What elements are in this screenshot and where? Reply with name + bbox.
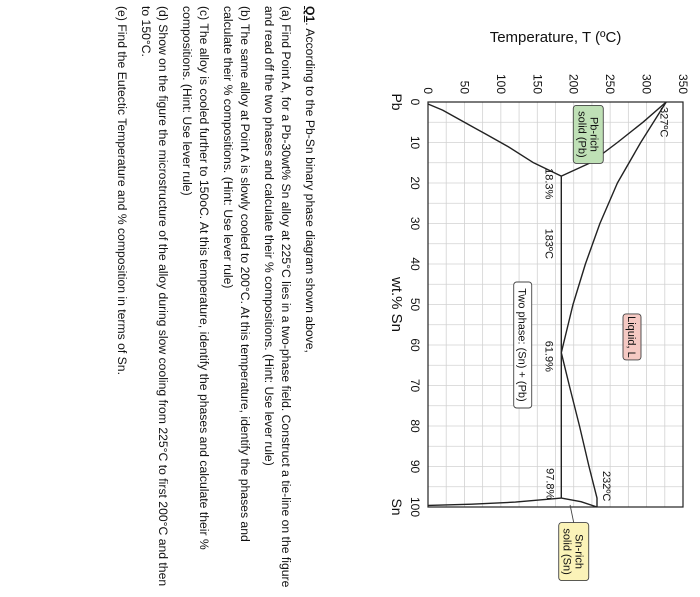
y-tick-label: 150 <box>530 74 544 94</box>
y-tick-label: 250 <box>603 74 617 94</box>
question-number: Q1 <box>303 6 317 23</box>
label-eutectic-temperature: 183ºC <box>542 229 554 259</box>
x-tick-label: 60 <box>408 338 422 352</box>
x-tick-label: 10 <box>408 136 422 150</box>
y-tick-label: 200 <box>567 74 581 94</box>
question-part-b: (b) The same alloy at Point A is slowly … <box>221 6 253 542</box>
axes: 0 10 20 30 40 50 60 70 80 90 100 0 50 100 150 200 250 300… <box>388 29 690 517</box>
y-tick-label: 350 <box>676 74 690 94</box>
phase-boundaries <box>427 101 667 508</box>
pb-sn-phase-diagram: 0 10 20 30 40 50 60 70 80 90 100 0 50 100 150 200 250 300… <box>388 29 690 581</box>
solidus-pb-side <box>561 101 667 177</box>
question-block: Q1. According to the Pb-Sn binary phase … <box>107 6 318 591</box>
y-tick-label: 300 <box>640 74 654 94</box>
region-pb-rich-solid-text: solid (Pb) <box>575 111 587 157</box>
liquidus-sn-side <box>560 352 598 507</box>
label-composition-97-8: 97.8% <box>543 468 555 499</box>
x-tick-label: 40 <box>408 257 422 271</box>
x-end-label-pb: Pb <box>389 93 405 110</box>
x-tick-label: 90 <box>408 460 422 474</box>
x-tick-label: 30 <box>408 217 422 231</box>
solvus-pb-side <box>427 103 562 177</box>
question-intro: Q1. According to the Pb-Sn binary phase … <box>301 6 319 591</box>
grid <box>428 102 683 507</box>
region-liquid-text: Liquid, L <box>625 316 637 358</box>
region-pb-rich-solid-text: Pb-rich <box>587 117 599 152</box>
region-two-phase: Two phase: (Sn) + (Pb) <box>513 281 533 409</box>
question-part-d: (d) Show on the figure the microstructur… <box>139 6 171 587</box>
region-pb-rich-solid-box <box>572 104 604 164</box>
y-tick-label: 100 <box>494 74 508 94</box>
question-part-c: (c) The alloy is cooled further to 150oC… <box>180 6 212 550</box>
question-intro-text: . According to the Pb-Sn binary phase di… <box>303 22 317 353</box>
liquidus-pb-side <box>560 101 667 353</box>
y-tick-label: 0 <box>421 87 435 94</box>
region-two-phase-box <box>513 281 533 409</box>
solvus-sn-side <box>427 497 562 507</box>
x-tick-label: 0 <box>408 99 422 106</box>
label-pb-melting-point: 327ºC <box>657 107 669 137</box>
region-two-phase-text: Two phase: (Sn) + (Pb) <box>516 288 528 401</box>
x-end-label-sn: Sn <box>389 498 405 515</box>
label-composition-18-3: 18.3% <box>542 168 554 199</box>
labels: 327ºC 232ºC 18.3% 61.9% 97.8% 183ºC Liquid, L P… <box>513 104 669 581</box>
question-part-e: (e) Find the Eutectic Temperature and % … <box>115 6 130 375</box>
x-axis-label: wt.% Sn <box>388 276 405 332</box>
solidus-sn-side <box>561 497 598 508</box>
x-tick-label: 80 <box>408 419 422 433</box>
y-axis-label: Temperature, T (ºC) <box>490 29 622 46</box>
x-tick-label: 50 <box>408 298 422 312</box>
region-sn-rich-solid-box <box>558 522 590 581</box>
sn-rich-pointer-line <box>569 504 575 523</box>
label-composition-61-9: 61.9% <box>542 341 554 372</box>
x-tick-label: 70 <box>408 379 422 393</box>
region-sn-rich-solid-text: Sn-rich <box>573 534 585 569</box>
region-sn-rich-solid-text: solid (Sn) <box>561 528 573 574</box>
question-part-a: (a) Find Point A, for a Pb-30wt% Sn allo… <box>262 6 294 588</box>
region-liquid-box <box>622 313 642 361</box>
y-tick-label: 50 <box>457 81 471 95</box>
plot-frame <box>427 101 684 508</box>
x-tick-label: 20 <box>408 176 422 190</box>
label-sn-melting-point: 232ºC <box>600 471 612 501</box>
x-tick-label: 100 <box>408 497 422 517</box>
region-liquid: Liquid, L <box>622 313 642 361</box>
